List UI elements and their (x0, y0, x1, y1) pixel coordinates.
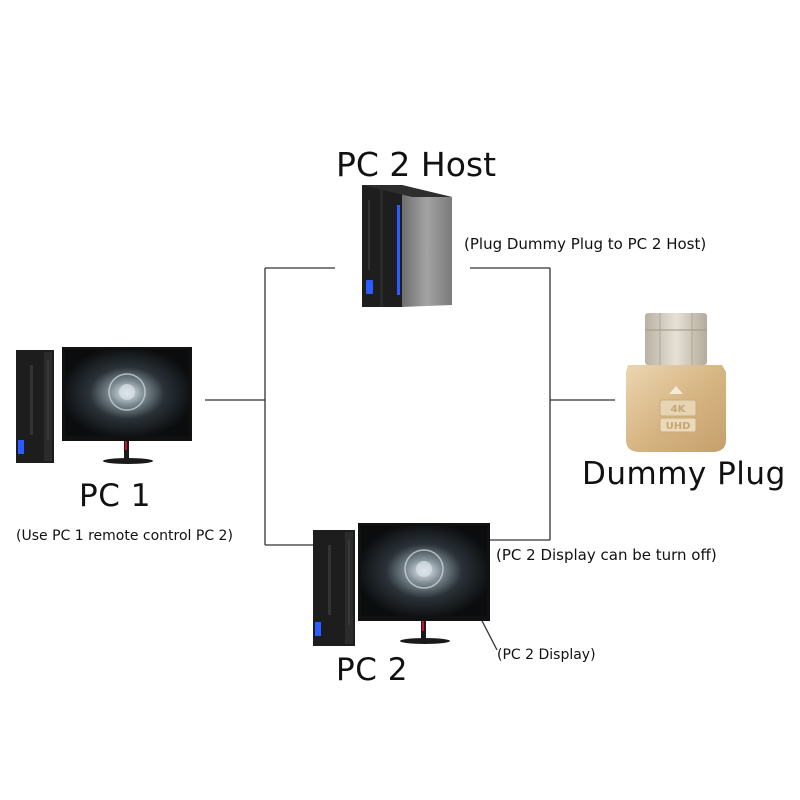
pc2-host-tower (362, 185, 452, 307)
pc1-note-label: (Use PC 1 remote control PC 2) (16, 528, 233, 544)
pc2-display-label: (PC 2 Display) (497, 647, 596, 663)
usb-port-icon (18, 440, 24, 454)
dummy-plug-label: Dummy Plug (582, 456, 786, 492)
pc1-label: PC 1 (79, 478, 151, 514)
pc1-monitor (62, 347, 192, 464)
usb-port-icon (366, 280, 373, 294)
plug-note-label: (Plug Dummy Plug to PC 2 Host) (464, 235, 707, 253)
pc1-tower (16, 350, 54, 463)
pc2-monitor (358, 523, 490, 644)
pc2-label: PC 2 (336, 652, 408, 688)
arrow-up-icon (669, 386, 683, 394)
connection-lines (205, 267, 615, 651)
plug-badge-top: 4K (671, 404, 687, 415)
power-led-icon (397, 205, 400, 295)
usb-port-icon (315, 622, 321, 636)
dummy-plug: 4K UHD (626, 313, 726, 452)
pc2-host-label: PC 2 Host (336, 145, 497, 184)
pc2-display-off-label: (PC 2 Display can be turn off) (496, 546, 717, 564)
pc2-tower (313, 530, 355, 646)
plug-badge-bottom: UHD (666, 421, 691, 432)
